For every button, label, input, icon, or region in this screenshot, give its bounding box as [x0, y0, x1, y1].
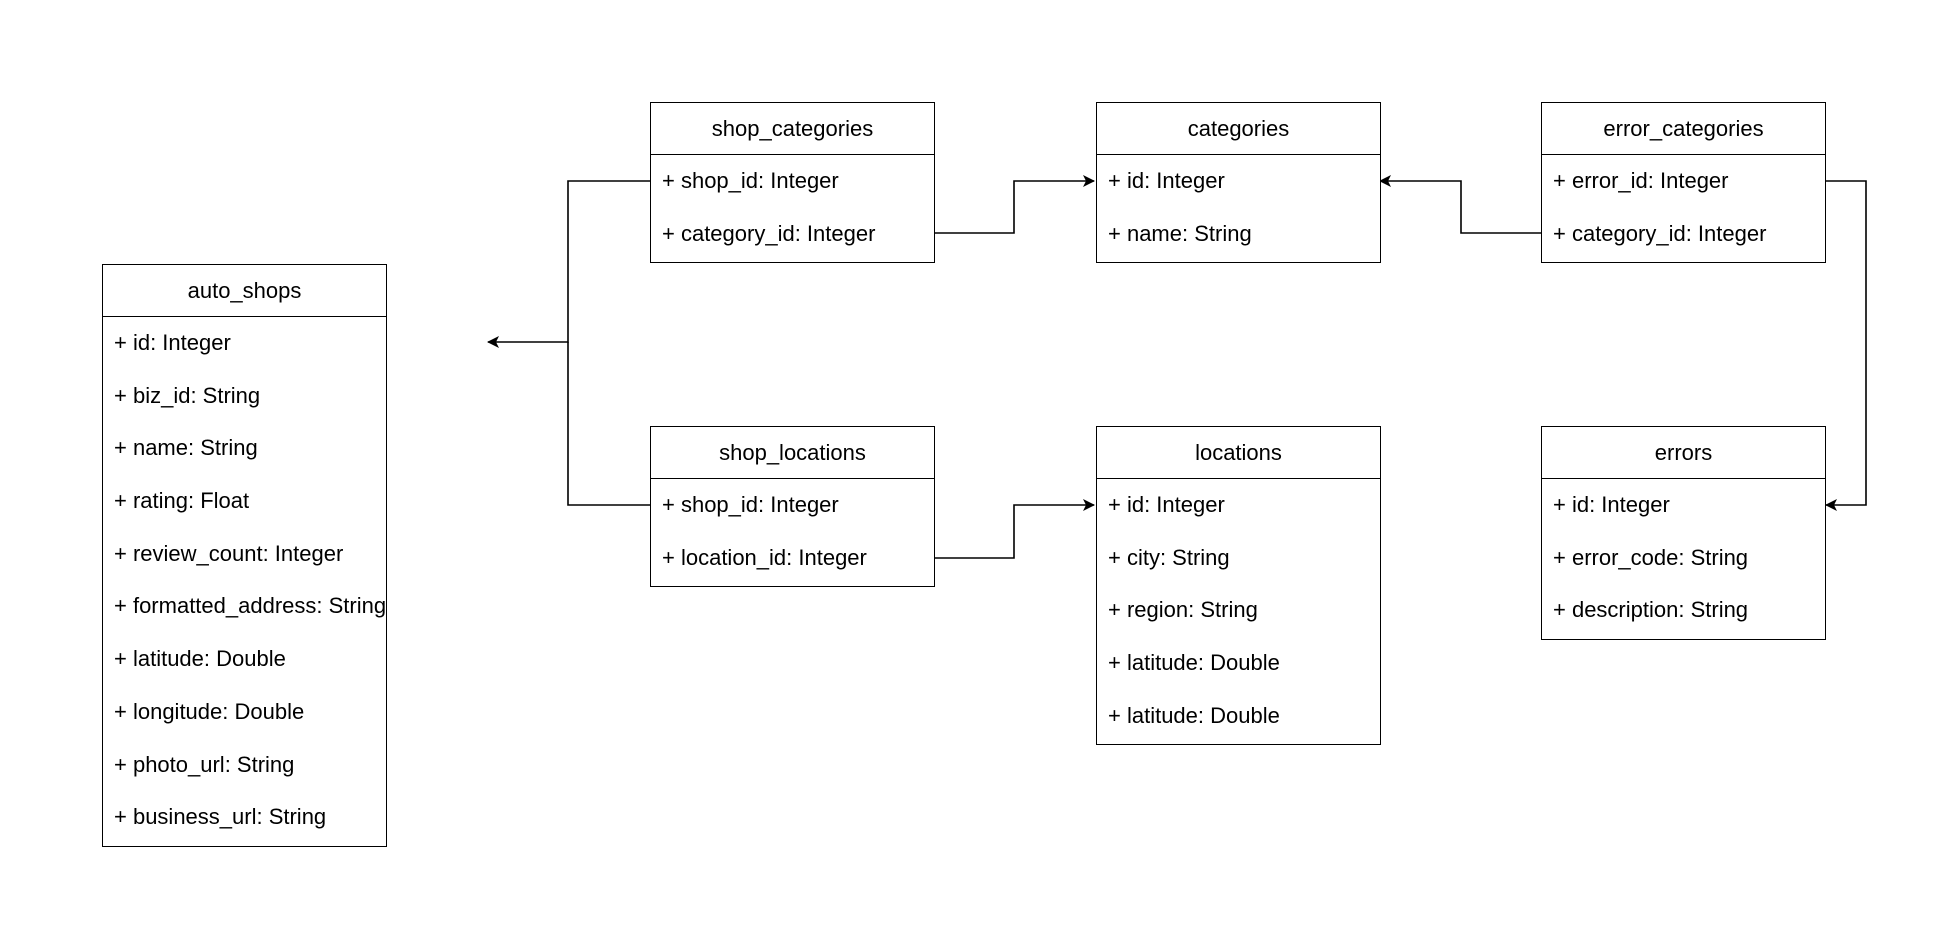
attribute-row: + id: Integer — [1108, 168, 1225, 193]
entity-title: shop_categories — [651, 103, 934, 155]
entity-error-categories[interactable]: error_categories + error_id: Integer + c… — [1541, 102, 1826, 264]
attribute-row: + latitude: Double — [1108, 650, 1280, 676]
entity-shop-categories[interactable]: shop_categories + shop_id: Integer + cat… — [650, 102, 935, 264]
attribute-row: + shop_id: Integer — [662, 492, 839, 517]
attribute-row: + name: String — [114, 435, 258, 461]
connector-error-categories-to-errors — [1825, 180, 1867, 511]
attribute-list: + id: Integer + city: String + region: S… — [1097, 479, 1380, 744]
attribute-row: + error_id: Integer — [1553, 168, 1729, 193]
entity-errors[interactable]: errors + id: Integer + error_code: Strin… — [1541, 426, 1826, 641]
attribute-row: + latitude: Double — [114, 646, 286, 672]
entity-categories[interactable]: categories + id: Integer + name: String — [1096, 102, 1381, 264]
attribute-row: + location_id: Integer — [662, 544, 867, 570]
attribute-row: + rating: Float — [114, 488, 250, 514]
attribute-row: + biz_id: String — [114, 382, 261, 408]
entity-title: categories — [1097, 103, 1380, 155]
entity-shop-locations[interactable]: shop_locations + shop_id: Integer + loca… — [650, 426, 935, 588]
attribute-list: + id: Integer + error_code: String + des… — [1542, 479, 1825, 639]
attribute-row: + review_count: Integer — [114, 540, 344, 566]
attribute-row: + longitude: Double — [114, 698, 305, 724]
entity-title: errors — [1542, 427, 1825, 479]
attribute-row: + name: String — [1108, 220, 1252, 246]
attribute-row: + city: String — [1108, 544, 1230, 570]
attribute-row: + description: String — [1553, 597, 1749, 623]
connector-error-categories-to-categories — [1379, 175, 1541, 234]
connector-shop-categories-to-categories — [934, 175, 1095, 234]
connector-shop-categories-to-auto-shops — [487, 180, 650, 348]
attribute-list: + shop_id: Integer + location_id: Intege… — [651, 479, 934, 586]
attribute-row: + region: String — [1108, 597, 1258, 623]
entity-title: error_categories — [1542, 103, 1825, 155]
attribute-list: + id: Integer + biz_id: String + name: S… — [103, 317, 386, 846]
attribute-row: + error_code: String — [1553, 544, 1749, 570]
attribute-row: + category_id: Integer — [1553, 220, 1767, 246]
entity-locations[interactable]: locations + id: Integer + city: String +… — [1096, 426, 1381, 746]
entity-title: shop_locations — [651, 427, 934, 479]
attribute-row: + id: Integer — [1553, 492, 1670, 517]
attribute-list: + shop_id: Integer + category_id: Intege… — [651, 155, 934, 262]
attribute-row: + id: Integer — [114, 330, 231, 355]
entity-title: auto_shops — [103, 265, 386, 317]
connector-shop-locations-to-auto-shops — [567, 342, 650, 506]
entity-title: locations — [1097, 427, 1380, 479]
attribute-row: + shop_id: Integer — [662, 168, 839, 193]
attribute-row: + category_id: Integer — [662, 220, 876, 246]
attribute-row: + photo_url: String — [114, 751, 295, 777]
attribute-row: + latitude: Double — [1108, 702, 1280, 728]
attribute-list: + error_id: Integer + category_id: Integ… — [1542, 155, 1825, 262]
attribute-list: + id: Integer + name: String — [1097, 155, 1380, 262]
attribute-row: + formatted_address: String — [114, 593, 387, 619]
entity-auto-shops[interactable]: auto_shops + id: Integer + biz_id: Strin… — [102, 264, 387, 847]
connector-shop-locations-to-locations — [934, 499, 1095, 559]
attribute-row: + business_url: String — [114, 804, 327, 830]
attribute-row: + id: Integer — [1108, 492, 1225, 517]
